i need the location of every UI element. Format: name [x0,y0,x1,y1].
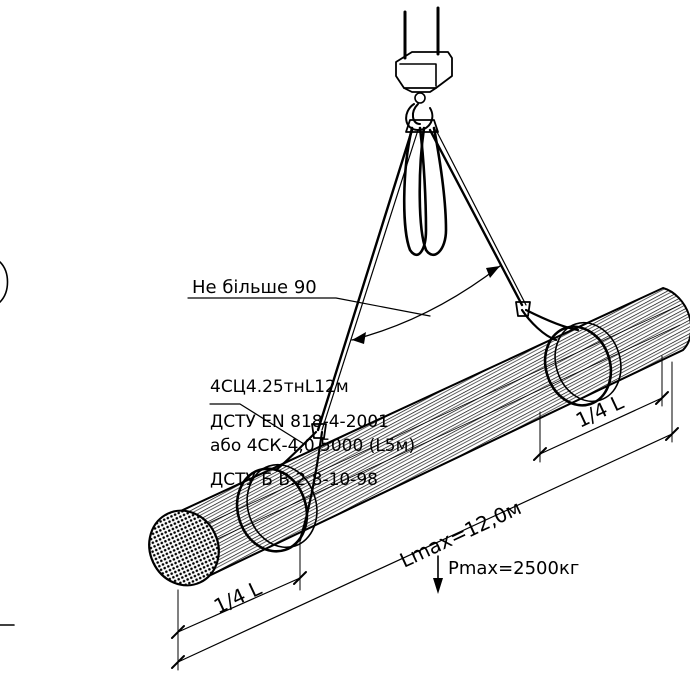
pipe-body [148,286,690,587]
angle-leader [187,297,431,317]
spec-leader [209,403,305,445]
arc-arrow-left [352,332,366,344]
crane-hook-icon [395,6,453,131]
sling-spec-line-2: ДСТУ EN 818-4-2001 [210,412,389,432]
edge-fragment-arc [0,261,9,303]
sling-ropes [316,119,527,432]
load-label: Pmax=2500кг [448,558,579,579]
sling-wrap-left [235,423,327,553]
quarter-left-label: 1/4 L [210,575,266,618]
angle-arc [351,265,501,341]
sling-spec-line-4: ДСТУ Б В.2.8-10-98 [210,470,378,490]
load-arrow-icon [433,555,443,594]
sling-spec-line-1: 4СЦ4.25тнL12м [210,377,349,397]
dimension-quarter-left [171,539,307,641]
angle-note: Не більше 90 [192,277,317,298]
arc-arrow-right [486,266,500,278]
sling-wrap-right [515,301,622,407]
dimension-quarter-right [533,355,669,463]
sling-spec-line-3: або 4СК-4,0 5000 (L5м) [210,436,415,456]
